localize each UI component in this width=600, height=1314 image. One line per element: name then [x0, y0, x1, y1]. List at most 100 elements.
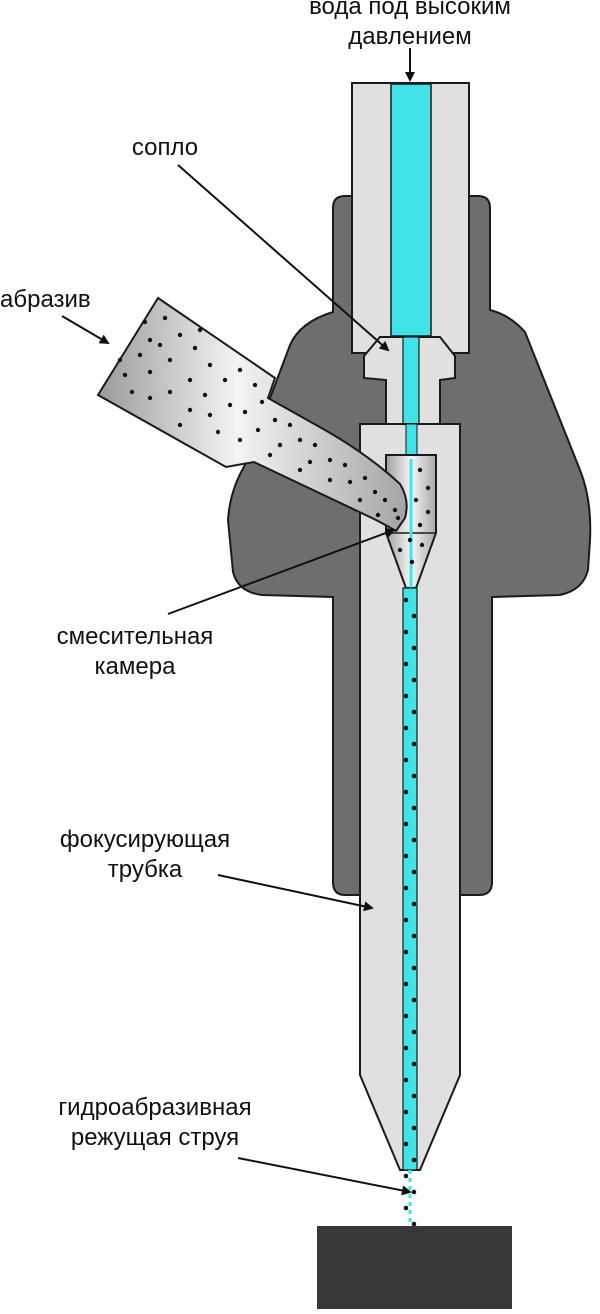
particle-dot [307, 459, 313, 465]
particle-dot [411, 1189, 417, 1195]
high-pressure-water-channel [390, 83, 432, 337]
particle-dot [411, 933, 417, 939]
particle-dot [392, 507, 398, 513]
particle-dot [122, 372, 128, 378]
particle-dot [272, 417, 278, 423]
particle-dot [411, 645, 417, 651]
label-high-pressure-water: вода под высоким давлением [270, 0, 550, 52]
particle-dot [237, 367, 243, 373]
particle-dot [403, 853, 409, 859]
label-focusing-line2: трубка [107, 856, 183, 883]
particle-dot [157, 342, 163, 348]
particle-dot [403, 821, 409, 827]
particle-dot [411, 613, 417, 619]
particle-dot [403, 725, 409, 731]
particle-dot [403, 1173, 409, 1179]
particle-dot [187, 377, 193, 383]
particle-dot [382, 497, 388, 503]
particle-dot [372, 489, 378, 495]
particle-dot [411, 965, 417, 971]
particle-dot [411, 1061, 417, 1067]
label-abrasive: абразив [0, 285, 110, 315]
particle-dot [312, 442, 318, 448]
particle-dot [403, 1013, 409, 1019]
abrasive-arrow [61, 315, 110, 345]
label-nozzle: сопло [110, 133, 220, 163]
particle-dot [411, 837, 417, 843]
particle-dot [192, 345, 198, 351]
nozzle-arrow [177, 164, 390, 352]
particle-dot [403, 757, 409, 763]
particle-dot [362, 475, 368, 481]
particle-dot [259, 399, 265, 405]
particle-dot [403, 981, 409, 987]
particle-dot [403, 1205, 409, 1211]
particle-dot [252, 382, 258, 388]
particle-dot [425, 509, 431, 515]
particle-dot [287, 422, 293, 428]
particle-dot [411, 869, 417, 875]
particle-dot [207, 412, 213, 418]
label-nozzle-text: сопло [131, 134, 199, 161]
particle-dot [411, 1029, 417, 1035]
label-abrasive-text: абразив [0, 286, 91, 313]
particle-dot [177, 422, 183, 428]
label-mixing-line1: смесительная [56, 623, 214, 650]
nozzle-bore [402, 336, 420, 426]
particle-dot [237, 437, 243, 443]
label-water-line1: вода под высоким [309, 0, 511, 20]
particle-dot [425, 485, 431, 491]
particle-dot [417, 522, 423, 528]
particle-dot [403, 789, 409, 795]
particle-dot [177, 332, 183, 338]
label-jet-line2: режущая струя [70, 1124, 240, 1151]
particle-dot [347, 479, 353, 485]
particle-dot [411, 1093, 417, 1099]
mixing-chamber-arrow [167, 528, 396, 615]
abrasive-feed-tube [96, 296, 408, 533]
particle-dot [327, 477, 333, 483]
focusing-tube-arrow [217, 874, 374, 912]
particle-dot [327, 457, 333, 463]
label-water-line2: давлением [348, 23, 472, 50]
particle-dot [403, 661, 409, 667]
particle-dot [142, 319, 148, 325]
workpiece [317, 1226, 512, 1309]
particle-dot [147, 337, 153, 343]
particle-dot [411, 709, 417, 715]
particle-dot [411, 1125, 417, 1131]
particle-dot [397, 547, 403, 553]
particle-dot [342, 462, 348, 468]
particle-dot [403, 1077, 409, 1083]
particle-dot [162, 315, 168, 321]
particle-dot [411, 677, 417, 683]
particle-dot [167, 357, 173, 363]
particle-dot [197, 327, 203, 333]
particle-dot [411, 901, 417, 907]
particle-dot [117, 357, 123, 363]
particle-dot [403, 885, 409, 891]
particle-dot [407, 537, 413, 543]
particle-dot [403, 917, 409, 923]
particle-dot [357, 497, 363, 503]
particle-dot [403, 949, 409, 955]
label-cutting-jet: гидроабразивная режущая струя [30, 1093, 280, 1153]
particle-dot [403, 1141, 409, 1147]
particle-dot [267, 452, 273, 458]
particle-dot [375, 512, 381, 518]
particle-dot [417, 467, 423, 473]
particle-dot [403, 1045, 409, 1051]
particle-dot [411, 773, 417, 779]
particle-dot [409, 559, 415, 565]
label-jet-line1: гидроабразивная [58, 1094, 252, 1121]
particle-dot [202, 392, 208, 398]
particle-dot [242, 409, 248, 415]
particle-dot [411, 997, 417, 1003]
particle-dot [147, 395, 153, 401]
label-mixing-chamber: смесительная камера [20, 622, 250, 682]
particle-dot [207, 362, 213, 368]
orifice-jet [405, 423, 418, 460]
particle-dot [411, 1157, 417, 1163]
abrasive-particles [117, 315, 398, 518]
